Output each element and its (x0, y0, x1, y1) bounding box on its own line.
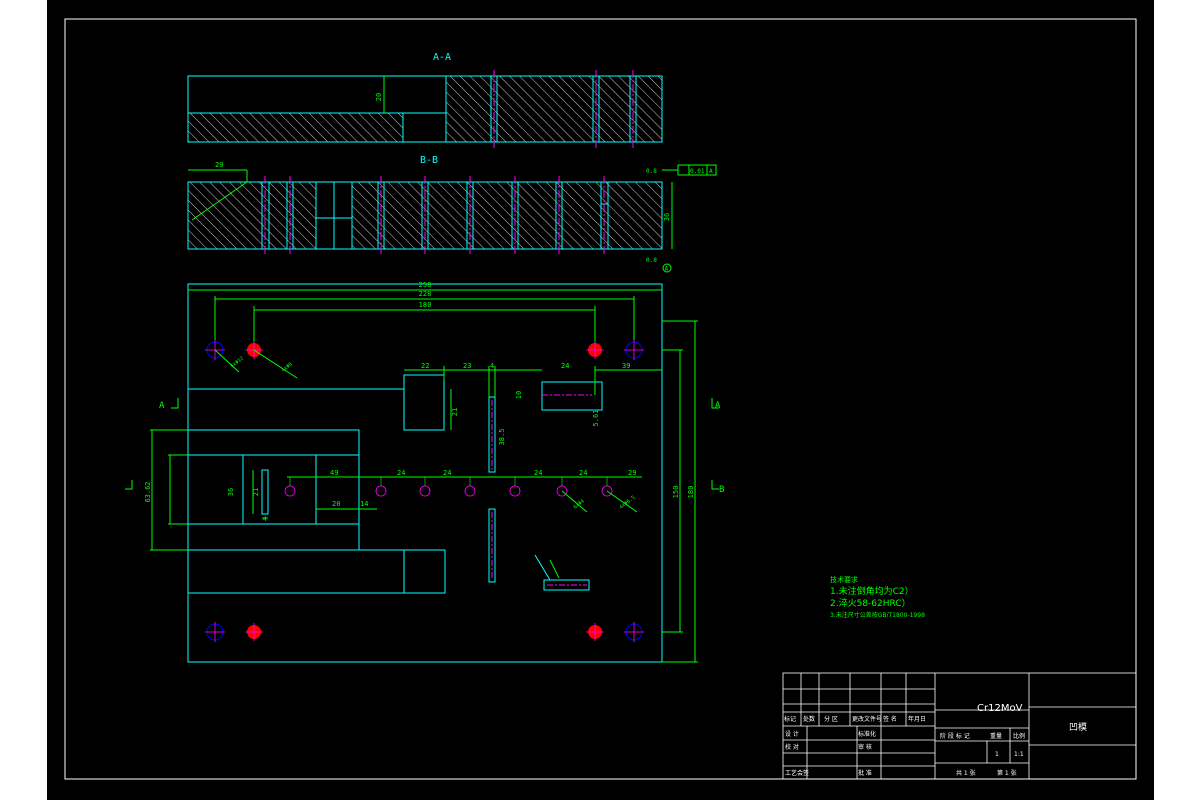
title-block-text: 标记 处数 分 区 更改文件号 签 名 年月日 设 计 标准化 校 对 审 核 … (784, 703, 1087, 777)
cut-marker-a-right: A (715, 401, 721, 411)
tb-review: 审 核 (858, 743, 872, 751)
drawing-sheet: A-A 20 B-B (47, 0, 1154, 800)
tolerance-datum: A (709, 168, 713, 175)
tb-approve: 批 准 (858, 769, 872, 777)
dim-22: 22 (421, 362, 429, 370)
tb-scale: 1:1 (1014, 751, 1024, 758)
dim-228: 228 (419, 290, 432, 298)
dim-180: 180 (419, 301, 432, 309)
note-line-1: 1.未注倒角均为C2） (830, 585, 914, 597)
technical-notes: 技术要求 1.未注倒角均为C2） 2.淬火58-62HRC） 3.未注尺寸公差按… (830, 575, 925, 619)
tb-stage: 阶 段 标 记 (940, 732, 970, 740)
dim-29-top: 29 (215, 161, 223, 169)
dim-20-aa: 20 (375, 93, 383, 101)
dim-24-top: 24 (561, 362, 569, 370)
dim-63-62: 63.62 (144, 481, 152, 502)
dim-21-top: 21 (451, 408, 459, 416)
tb-process: 工艺会签 (785, 769, 809, 777)
dim-23: 23 (463, 362, 471, 370)
hole-note-6-5: 4xΦ6.5 (619, 495, 637, 511)
section-bb-view: B-B 29 36 0.8 (187, 155, 717, 273)
section-bb-label: B-B (420, 155, 438, 166)
tb-docno: 更改文件号 (852, 715, 882, 723)
cut-marker-a-left: A (159, 401, 165, 411)
dim-24-row-1: 24 (397, 469, 405, 477)
tb-count: 处数 (803, 715, 815, 723)
tb-sheet-no: 第 1 张 (997, 769, 1017, 777)
tb-date: 年月日 (908, 715, 926, 723)
tb-material: Cr12MoV (977, 703, 1023, 714)
tb-weight-label: 重量 (990, 732, 1002, 740)
dim-14: 14 (360, 500, 368, 508)
tb-zone: 分 区 (824, 715, 838, 723)
dim-38-5: 38.5 (498, 429, 506, 446)
dim-10: 10 (515, 391, 523, 399)
section-aa-label: A-A (433, 52, 451, 63)
dim-4-top: 4 (490, 362, 494, 370)
datum-a-symbol: A (665, 266, 669, 273)
dim-29-row: 29 (628, 469, 636, 477)
dim-39: 39 (622, 362, 630, 370)
dim-49: 49 (330, 469, 338, 477)
drawing-canvas: A-A 20 B-B (64, 18, 1137, 780)
sheet-border (64, 18, 1137, 780)
tb-design: 设 计 (785, 730, 799, 738)
tb-weight: 1 (995, 751, 999, 758)
notes-title: 技术要求 (830, 575, 858, 584)
tb-scale-label: 比例 (1013, 732, 1025, 740)
tolerance-value: 0.01 (690, 168, 705, 175)
dim-20-low: 20 (332, 500, 340, 508)
dim-24-row-4: 24 (579, 469, 587, 477)
section-aa-view: A-A 20 (187, 52, 663, 148)
tb-drawing-name: 凹模 (1069, 722, 1087, 733)
dim-36-bb: 36 (663, 213, 671, 221)
dim-21-left: 21 (252, 488, 260, 496)
tb-standard: 标准化 (858, 730, 876, 738)
tb-check: 校 对 (785, 743, 799, 751)
plan-view: 258 228 180 22 (125, 281, 724, 663)
note-line-2: 2.淬火58-62HRC） (830, 597, 911, 609)
tb-sign: 签 名 (883, 715, 897, 723)
dim-4-left: 4 (263, 516, 267, 523)
title-block (782, 672, 1137, 780)
note-line-3: 3.未注尺寸公差按GB/T1800-1998 (830, 611, 925, 619)
dim-150: 150 (672, 486, 680, 499)
dim-36-left: 36 (227, 488, 235, 496)
dim-24-row-2: 24 (443, 469, 451, 477)
cut-marker-b-right: B (719, 485, 724, 495)
roughness-top: 0.8 (646, 168, 657, 175)
hole-note-12: 4xΦ12 (230, 356, 246, 370)
tb-sheets-total: 共 1 张 (956, 769, 976, 777)
dim-24-row-3: 24 (534, 469, 542, 477)
roughness-bottom: 0.8 (646, 257, 657, 264)
dim-180-vertical: 180 (687, 486, 695, 499)
tb-mark: 标记 (784, 715, 796, 723)
dim-5-61: 5.61 (592, 410, 600, 427)
dim-258: 258 (419, 281, 432, 289)
